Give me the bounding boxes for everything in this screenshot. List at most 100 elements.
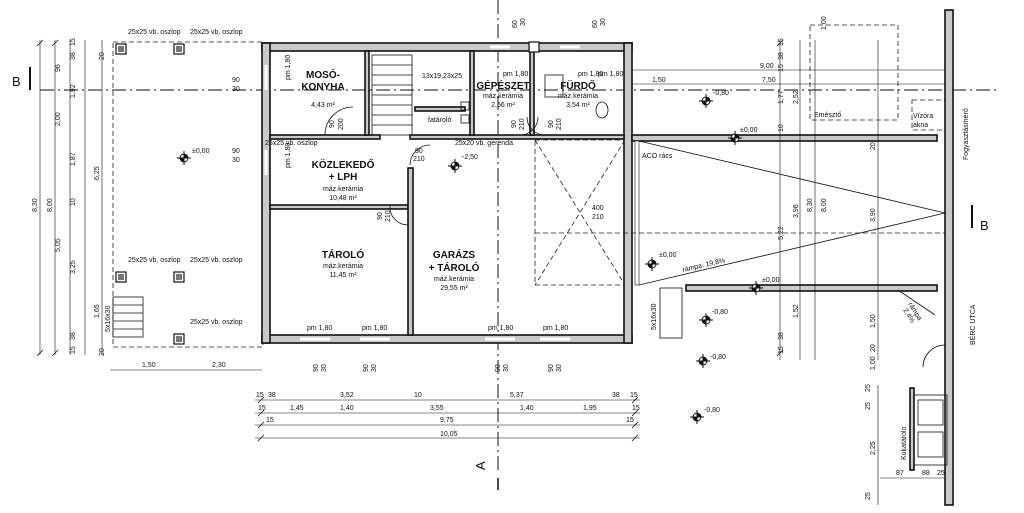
dimension-ticks (36, 39, 784, 442)
svg-text:25: 25 (865, 402, 872, 410)
svg-text:pm 1,80: pm 1,80 (488, 325, 513, 332)
svg-text:38: 38 (778, 332, 785, 340)
svg-text:90: 90 (232, 148, 240, 155)
svg-text:90: 90 (313, 364, 320, 372)
svg-text:88: 88 (922, 470, 930, 477)
columns (115, 41, 540, 345)
svg-text:8,00: 8,00 (47, 198, 54, 212)
svg-text:1,65: 1,65 (94, 304, 101, 318)
aco-label: ACO rács (642, 153, 673, 160)
svg-text:30: 30 (321, 364, 328, 372)
door-swings (324, 106, 546, 226)
svg-text:30: 30 (600, 18, 607, 26)
svg-text:90: 90 (363, 364, 370, 372)
svg-text:8,30: 8,30 (32, 198, 39, 212)
ramp-line-1 (638, 140, 946, 214)
column-label: 25x25 vb. oszlop (190, 257, 243, 264)
section-a-label: A (473, 461, 488, 470)
svg-text:1,00: 1,00 (870, 356, 877, 370)
room-area: 10,48 m² (329, 195, 357, 202)
svg-text:15: 15 (778, 346, 785, 354)
svg-text:2,00: 2,00 (55, 112, 62, 126)
svg-text:15: 15 (632, 405, 640, 412)
svg-text:30: 30 (520, 18, 527, 26)
water-meter-label-2: akna (913, 122, 928, 129)
svg-text:1,40: 1,40 (520, 405, 534, 412)
room-name: GÉPÉSZET (476, 79, 529, 92)
windows (264, 45, 580, 341)
room-gepeszet: GÉPÉSZET máz.kerámia 2,66 m² (476, 79, 529, 109)
svg-text:210: 210 (519, 118, 526, 130)
svg-text:15: 15 (630, 392, 638, 399)
svg-text:1,45: 1,45 (290, 405, 304, 412)
right-dimensions: 9,00 7,50 1,50 15 38 15 1,77 2,52 10 3,9… (512, 16, 945, 505)
svg-text:30: 30 (503, 364, 510, 372)
svg-text:3,96: 3,96 (793, 204, 800, 218)
column-label: 25x25 vb. oszlop (190, 319, 243, 326)
svg-text:2,52: 2,52 (793, 90, 800, 104)
garage-cross-1 (534, 139, 626, 286)
svg-text:210: 210 (385, 210, 392, 222)
toilet-icon (595, 101, 609, 119)
svg-text:8,30: 8,30 (807, 198, 814, 212)
svg-text:3,90: 3,90 (870, 208, 877, 222)
room-area: 4,43 m² (311, 102, 335, 109)
svg-text:60: 60 (592, 20, 599, 28)
stair-label: 13x19,23x25 (422, 73, 462, 80)
svg-text:15: 15 (778, 64, 785, 72)
driveway-walls (631, 9, 954, 506)
svg-text:15: 15 (70, 38, 77, 46)
svg-text:90: 90 (511, 120, 518, 128)
svg-text:30: 30 (556, 364, 563, 372)
svg-text:20: 20 (870, 142, 877, 150)
svg-text:1,77: 1,77 (778, 90, 785, 104)
level-markers (177, 94, 763, 424)
room-moso-konyha: MOSÓ- KONYHA 4,43 m² (301, 68, 344, 109)
svg-text:6,25: 6,25 (94, 166, 101, 180)
section-b-label-right: B (980, 218, 989, 233)
room-finish: máz.kerámia (558, 93, 598, 100)
svg-text:90: 90 (495, 364, 502, 372)
room-furdo: FÜRDŐ máz.kerámia 3,54 m² (558, 79, 598, 109)
svg-text:5,22: 5,22 (778, 226, 785, 240)
garage-cross-2 (534, 139, 626, 286)
street-label: BÉRC UTCA (968, 304, 977, 345)
level-2: -2,50 (462, 154, 478, 161)
svg-text:9,75: 9,75 (440, 417, 454, 424)
level-1: ±0,00 (192, 148, 210, 155)
street-gate-swing (922, 344, 946, 368)
svg-text:38: 38 (778, 52, 785, 60)
room-finish: máz.kerámia (323, 186, 363, 193)
svg-text:25: 25 (865, 492, 872, 500)
boiler-icon-1 (460, 101, 470, 111)
svg-text:10: 10 (414, 392, 422, 399)
svg-text:87: 87 (896, 470, 904, 477)
ramp-line-2 (638, 212, 946, 286)
svg-text:8,00: 8,00 (821, 198, 828, 212)
beam-label: 25x20 vb. gerenda (455, 140, 513, 147)
level-5: ±0,00 (659, 252, 677, 259)
svg-text:1,87: 1,87 (70, 152, 77, 166)
svg-text:pm 1,80: pm 1,80 (598, 71, 623, 78)
gas-meter-label: Fogyasztásmérő (963, 108, 970, 160)
svg-text:pm 1,80: pm 1,80 (362, 325, 387, 332)
svg-text:210: 210 (592, 214, 604, 221)
svg-text:15: 15 (256, 392, 264, 399)
svg-text:90: 90 (232, 77, 240, 84)
section-b-label-left: B (12, 74, 21, 89)
room-name: GARÁZS (433, 248, 476, 261)
svg-text:pm 1,80: pm 1,80 (543, 325, 568, 332)
room-area: 3,54 m² (566, 102, 590, 109)
svg-text:90: 90 (548, 364, 555, 372)
shower-icon (544, 74, 564, 98)
svg-text:10: 10 (778, 124, 785, 132)
svg-text:30: 30 (232, 86, 240, 93)
steps-label: 5x16x30 (105, 305, 112, 332)
level-3: -0,80 (713, 90, 729, 97)
water-meter-label: Vízóra (913, 113, 933, 120)
svg-text:90: 90 (415, 148, 423, 155)
sill-marks: 90 30 90 30 90 30 90 30 (313, 364, 563, 372)
svg-text:90: 90 (329, 120, 336, 128)
column-label: 25x25 vb. oszlop (128, 257, 181, 264)
